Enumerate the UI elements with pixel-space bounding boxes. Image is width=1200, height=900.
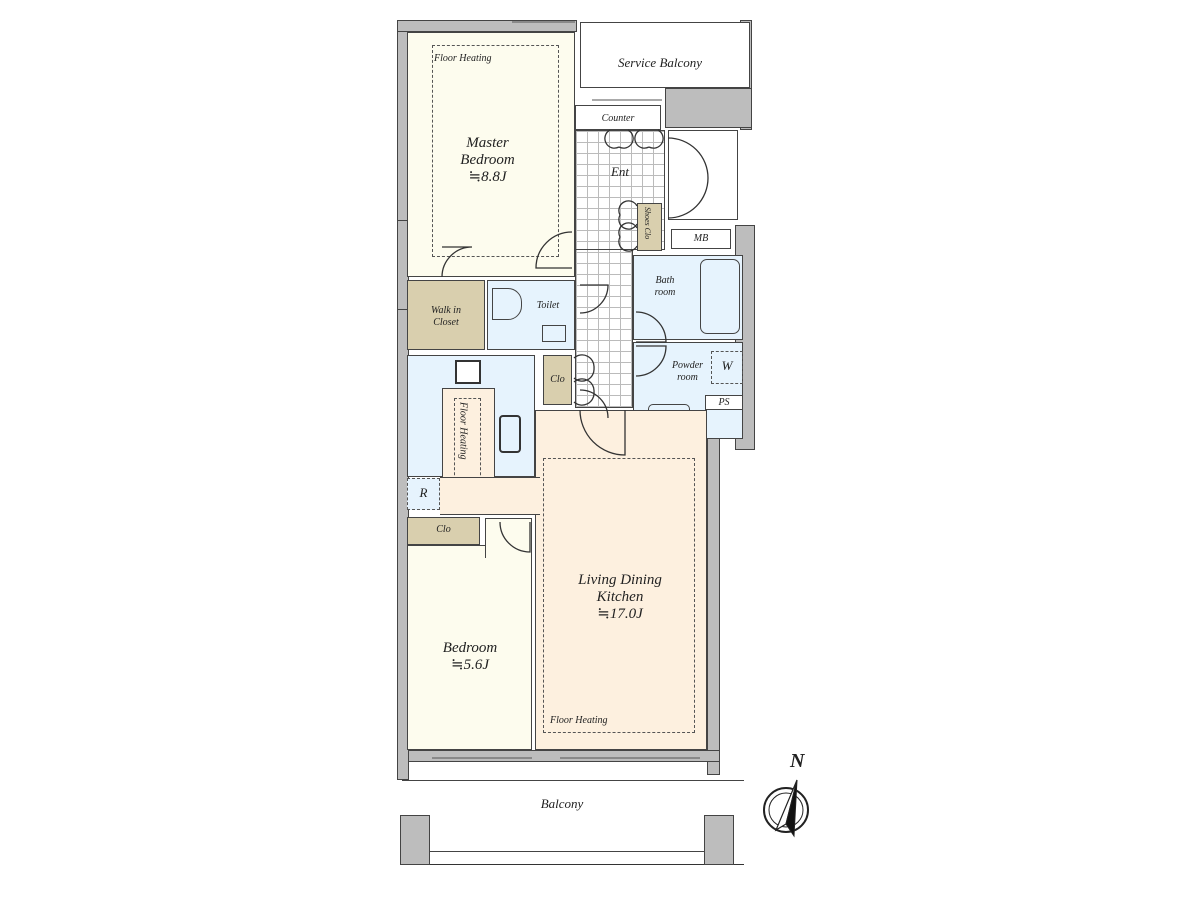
bedroom-closet-label: Clo <box>436 524 451 535</box>
north-label: N <box>790 750 805 772</box>
washer-label: W <box>721 358 733 373</box>
ldk-label-2: Kitchen <box>596 589 644 605</box>
bedroom <box>407 545 532 750</box>
ldk-area: ≒17.0J <box>597 606 643 622</box>
walk-in-closet-label-2: Closet <box>433 317 459 328</box>
master-bedroom <box>407 32 575 277</box>
service-balcony <box>580 22 750 88</box>
shoe-closet-label: Shoes Clo <box>643 207 653 240</box>
ldk-floor-heating-zone <box>543 458 695 733</box>
kitchen-sink <box>499 415 521 453</box>
entrance-label: Ent <box>610 164 630 179</box>
meter-box-label: MB <box>693 233 709 244</box>
master-bedroom-name-2: Bedroom <box>460 152 515 168</box>
powder-room-label-1: Powder <box>671 360 704 371</box>
toilet-sink <box>542 325 566 342</box>
toilet-bowl <box>492 288 522 320</box>
balcony <box>402 780 744 865</box>
fridge-zone <box>407 478 440 510</box>
bedroom-area: ≒5.6J <box>451 657 489 673</box>
shoe-closet <box>637 203 662 251</box>
wall-ldk-bottom <box>408 750 720 762</box>
walk-in-closet-label-1: Walk in <box>431 305 461 316</box>
entry-door-area <box>668 130 738 220</box>
counter-label: Counter <box>601 113 635 124</box>
living-dining-kitchen <box>535 410 707 750</box>
counter <box>575 105 661 130</box>
ldk-connector <box>440 477 540 515</box>
hall-closet-label: Clo <box>550 374 565 385</box>
wall-core <box>665 88 752 128</box>
ldk-floor-heating-label: Floor Heating <box>550 715 608 726</box>
fridge-label: R <box>419 485 428 500</box>
master-bedroom-floor-heating-zone <box>432 45 559 257</box>
outer-wall-top <box>397 20 577 32</box>
washer-zone <box>711 351 743 384</box>
walk-in-closet <box>407 280 485 350</box>
toilet-label: Toilet <box>536 300 560 311</box>
service-balcony-label: Service Balcony <box>617 55 703 70</box>
hall-closet <box>543 355 572 405</box>
compass-rose-icon <box>763 779 809 838</box>
bedroom-closet <box>407 517 480 545</box>
meter-box <box>671 229 731 249</box>
bathroom-label-1: Bath <box>655 275 675 286</box>
master-bedroom-floor-heating-label: Floor Heating <box>434 53 492 64</box>
bedroom-door-nook <box>485 518 532 558</box>
north-compass: N <box>760 750 820 840</box>
bathroom <box>633 255 743 340</box>
bathtub <box>700 259 740 334</box>
balcony-pier-right <box>704 815 734 865</box>
powder-room-label-2: room <box>677 372 698 383</box>
bathroom-label-2: room <box>654 287 676 298</box>
ldk-label-1: Living Dining <box>578 572 662 588</box>
balcony-label: Balcony <box>540 796 584 811</box>
pipe-space <box>705 395 743 410</box>
balcony-railing <box>430 851 704 856</box>
master-bedroom-name: Master <box>466 135 509 151</box>
bedroom-name: Bedroom <box>442 640 498 656</box>
balcony-pier-left <box>400 815 430 865</box>
kitchen-floor-heating-label: Floor Heating <box>457 402 469 460</box>
pipe-space-label: PS <box>718 397 730 408</box>
master-bedroom-area: ≒8.8J <box>468 169 507 185</box>
stove <box>455 360 481 384</box>
